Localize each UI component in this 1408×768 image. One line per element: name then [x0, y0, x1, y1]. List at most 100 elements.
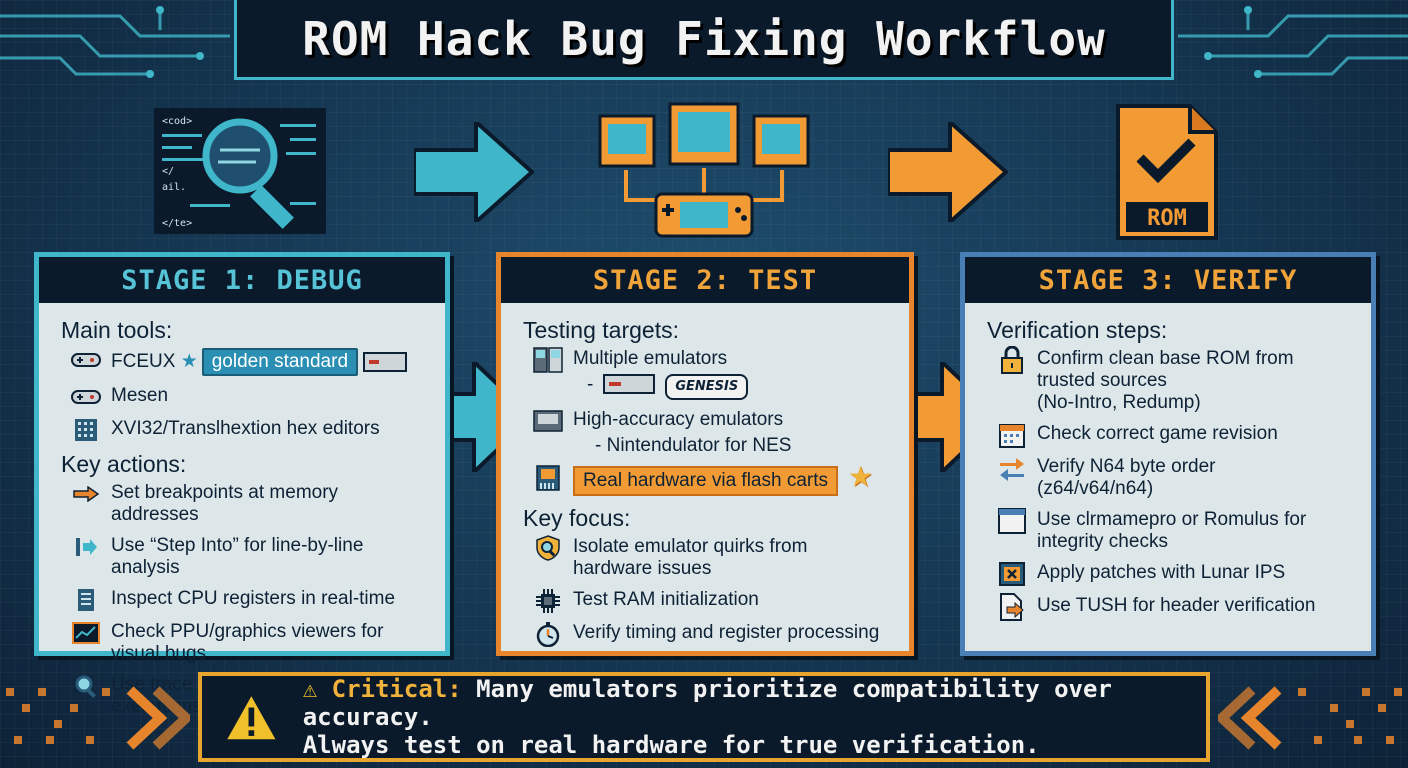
- code-line-3: ail.: [162, 182, 186, 193]
- step-clean-rom-line2: trusted sources: [1037, 370, 1167, 391]
- step-lunar-ips: Apply patches with Lunar IPS: [1037, 562, 1286, 583]
- calendar-icon: [997, 423, 1027, 448]
- warning-small-icon: ⚠: [302, 675, 318, 703]
- file-arrow-icon: [997, 593, 1027, 621]
- flash-cart-icon: [533, 465, 563, 491]
- step-into-icon: [71, 535, 101, 559]
- list-item: High-accuracy emulators: [523, 409, 891, 433]
- main-tools-heading: Main tools:: [61, 317, 173, 343]
- circuit-decoration-right: [1178, 6, 1408, 78]
- pixel-decoration-right: [1218, 686, 1402, 750]
- list-item-sub: - Nintendulator for NES: [523, 435, 891, 457]
- focus-isolate-line2: hardware issues: [573, 558, 712, 579]
- verification-steps-heading: Verification steps:: [987, 317, 1168, 343]
- handheld-icon: [533, 347, 563, 373]
- sub-nintendulator: - Nintendulator for NES: [595, 435, 792, 456]
- gamepad-icon: [71, 385, 101, 409]
- action-breakpoints: Set breakpoints at memory addresses: [111, 482, 339, 525]
- stage-3-panel: STAGE 3: VERIFY Verification steps: Conf…: [960, 252, 1376, 656]
- window-icon: [997, 508, 1027, 534]
- action-step-into: Use “Step Into” for line-by-line analysi…: [111, 535, 364, 578]
- focus-isolate-line1: Isolate emulator quirks from: [573, 536, 808, 557]
- list-item: Multiple emulators: [523, 347, 891, 373]
- stage-2-header: STAGE 2: TEST: [501, 257, 909, 303]
- title-bar: ROM Hack Bug Fixing Workflow: [234, 0, 1174, 80]
- action-cpu-registers: Inspect CPU registers in real-time: [111, 588, 396, 609]
- code-line-1: <cod>: [162, 116, 192, 127]
- console-icon: [533, 409, 563, 433]
- tool-fceux: FCEUX: [111, 351, 176, 372]
- list-item: Test RAM initialization: [523, 589, 891, 613]
- list-item: Real hardware via flash carts ★: [523, 461, 891, 496]
- stage-1-header: STAGE 1: DEBUG: [39, 257, 445, 303]
- warning-icon: [222, 690, 281, 743]
- list-item: Mesen: [61, 385, 427, 409]
- testing-targets-heading: Testing targets:: [523, 317, 679, 343]
- tool-mesen: Mesen: [111, 385, 169, 406]
- code-magnifier-icon: <cod> </ ail. </te>: [154, 108, 326, 234]
- list-item: Verify timing and register processing: [523, 622, 891, 647]
- page-title: ROM Hack Bug Fixing Workflow: [302, 11, 1106, 66]
- star-icon: ★: [180, 351, 198, 372]
- circuit-decoration-left: [0, 6, 230, 78]
- tool-hex-editors: XVI32/Translhextion hex editors: [111, 418, 380, 439]
- banner-line-1: Many emulators prioritize compatibility …: [302, 675, 1112, 731]
- step-n64-line1: Verify N64 byte order: [1037, 456, 1216, 477]
- star-icon: ★: [848, 461, 874, 492]
- step-clrmamepro-line1: Use clrmamepro or Romulus for: [1037, 509, 1307, 530]
- step-game-revision: Check correct game revision: [1037, 423, 1278, 444]
- nes-console-icon: [363, 351, 408, 372]
- list-item: Verify N64 byte order(z64/v64/n64): [987, 456, 1353, 500]
- rom-label: ROM: [1147, 206, 1187, 231]
- action-ppu-viewers: Check PPU/graphics viewers for visual bu…: [111, 621, 384, 664]
- list-item: Use TUSH for header verification: [987, 593, 1353, 621]
- step-clean-rom-line1: Confirm clean base ROM from: [1037, 348, 1294, 369]
- step-clean-rom-line3: (No-Intro, Redump): [1037, 392, 1201, 413]
- critical-banner: ⚠ Critical: Many emulators prioritize co…: [198, 672, 1210, 762]
- target-real-hardware: Real hardware via flash carts: [573, 466, 838, 496]
- list-item: Check PPU/graphics viewers for visual bu…: [61, 621, 427, 665]
- key-focus-heading: Key focus:: [523, 505, 631, 531]
- arrow-stage2-to-stage3-top: [888, 122, 1008, 222]
- magnifier-icon: [71, 674, 101, 698]
- list-item: Set breakpoints at memory addresses: [61, 482, 427, 526]
- target-multiple-emulators: Multiple emulators: [573, 348, 728, 369]
- sub-dash: -: [587, 374, 594, 395]
- list-item: Check correct game revision: [987, 423, 1353, 448]
- gamepad-icon: [71, 348, 101, 372]
- patch-icon: [997, 562, 1027, 586]
- critical-label: Critical:: [331, 675, 462, 703]
- stage-1-panel: STAGE 1: DEBUG Main tools: FCEUX ★golden…: [34, 252, 450, 717]
- list-item: Inspect CPU registers in real-time: [61, 588, 427, 612]
- hex-grid-icon: [71, 418, 101, 442]
- lock-icon: [997, 346, 1027, 374]
- step-clrmamepro-line2: integrity checks: [1037, 531, 1168, 552]
- code-line-2: </: [162, 166, 174, 177]
- list-item: XVI32/Translhextion hex editors: [61, 418, 427, 442]
- list-item: FCEUX ★golden standard: [61, 348, 427, 376]
- golden-standard-badge: golden standard: [201, 348, 359, 376]
- focus-timing: Verify timing and register processing: [573, 622, 880, 643]
- banner-line-2: Always test on real hardware for true ve…: [302, 731, 1040, 759]
- step-tush: Use TUSH for header verification: [1037, 595, 1316, 616]
- genesis-badge: GENESIS: [665, 374, 749, 400]
- search-shield-icon: [533, 535, 563, 561]
- chip-icon: [533, 589, 563, 613]
- pixel-decoration-left: [6, 686, 190, 750]
- target-high-accuracy: High-accuracy emulators: [573, 409, 784, 430]
- step-n64-line2: (z64/v64/n64): [1037, 478, 1154, 499]
- code-line-4: </te>: [162, 218, 192, 229]
- nes-console-icon: [603, 374, 656, 394]
- list-item: Apply patches with Lunar IPS: [987, 562, 1353, 586]
- monitor-graph-icon: [71, 621, 101, 645]
- swap-arrows-icon: [997, 456, 1027, 481]
- focus-ram-init: Test RAM initialization: [573, 589, 759, 610]
- list-item-sub: - GENESIS: [523, 374, 891, 400]
- list-item: Use “Step Into” for line-by-line analysi…: [61, 535, 427, 579]
- register-icon: [71, 588, 101, 612]
- key-actions-heading: Key actions:: [61, 451, 187, 477]
- rom-file-icon: ROM: [1116, 104, 1218, 240]
